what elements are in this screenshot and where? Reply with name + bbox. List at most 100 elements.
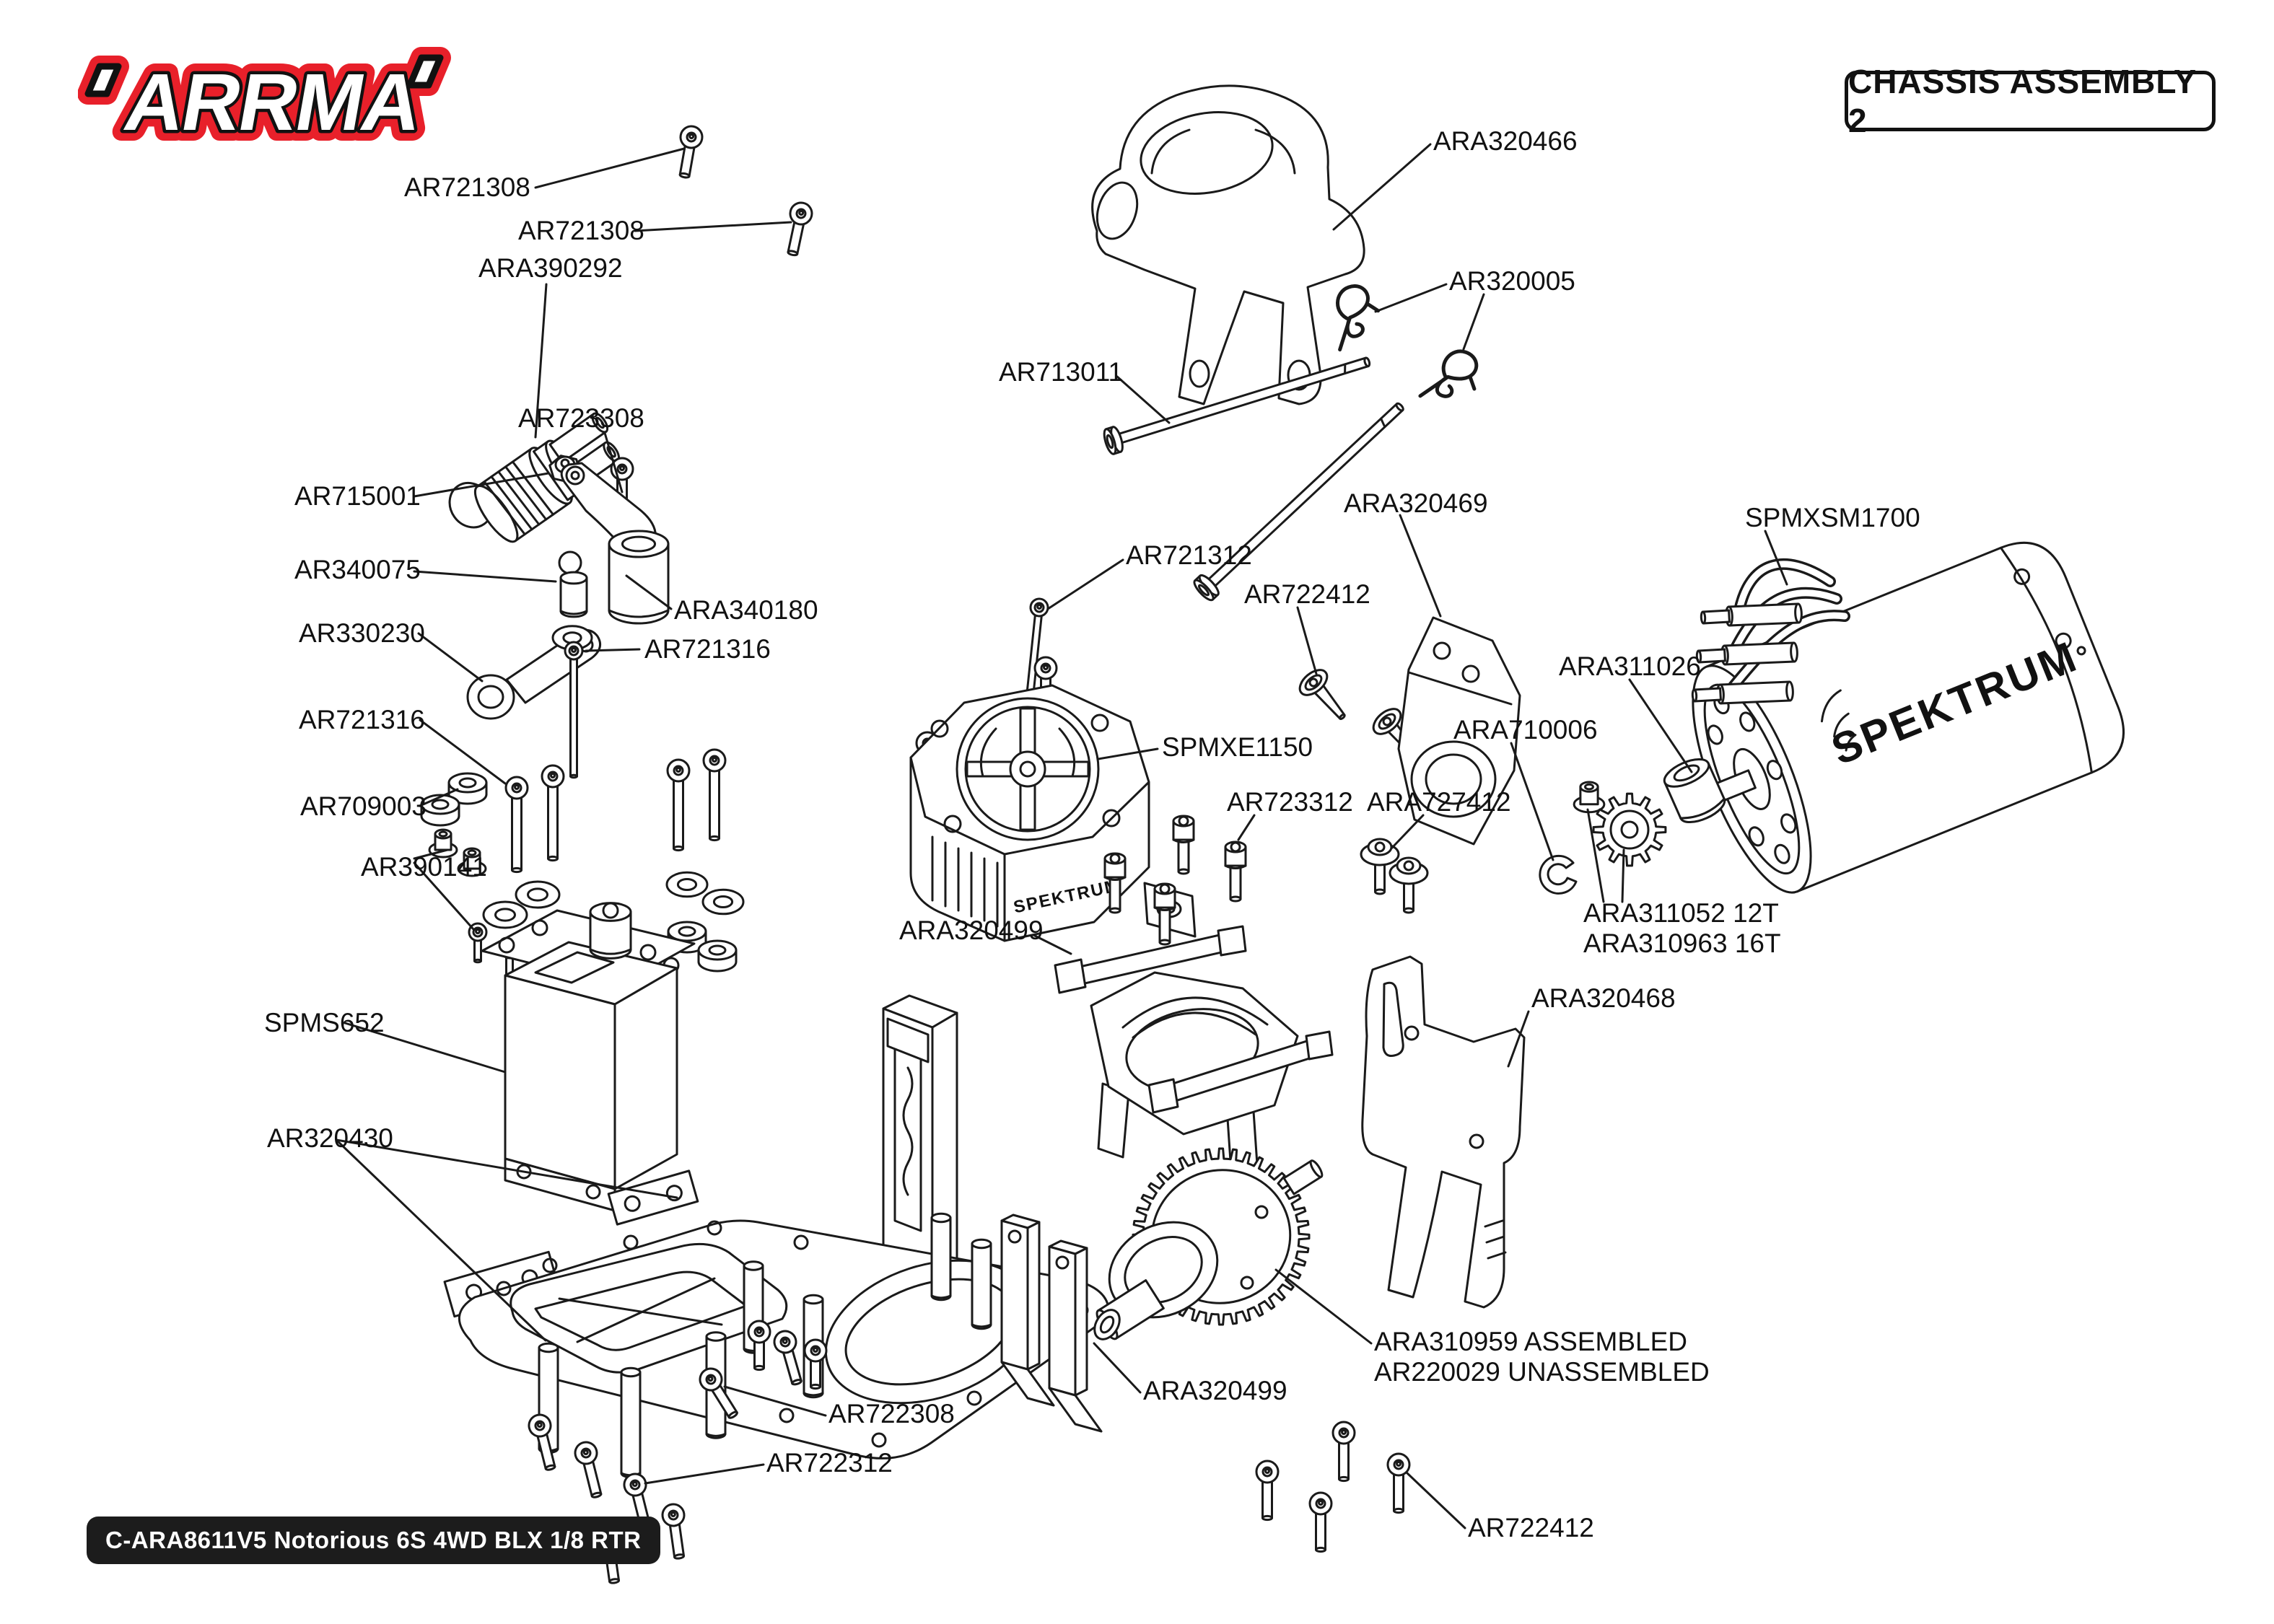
leader-line — [625, 574, 673, 610]
part-g — [607, 1169, 699, 1226]
leader-line — [1374, 283, 1448, 313]
part-sscrew — [1153, 882, 1176, 946]
model-footer-text: C-ARA8611V5 Notorious 6S 4WD BLX 1/8 RTR — [105, 1527, 642, 1553]
logo-tick-right — [406, 54, 444, 89]
part-label: ARA311052 12T — [1583, 898, 1779, 928]
part-g — [1000, 1213, 1103, 1433]
part-label: SPMXE1150 — [1162, 732, 1313, 762]
part-rod — [1716, 680, 1794, 705]
leader-line — [420, 788, 459, 807]
part-circ — [1609, 809, 1650, 850]
part-circ — [558, 550, 582, 575]
part-label: SPMS652 — [264, 1008, 385, 1037]
part-g: SPEKTRUM — [1680, 541, 2125, 894]
leader-line — [1621, 848, 1625, 903]
part-cyl — [1663, 758, 1726, 824]
part-label: AR723308 — [518, 403, 644, 433]
part-wire — [1733, 558, 1836, 616]
part-label: ARA320499 — [1143, 1376, 1287, 1405]
model-footer-badge: C-ARA8611V5 Notorious 6S 4WD BLX 1/8 RTR — [87, 1517, 660, 1564]
part-poly — [613, 967, 678, 1190]
leader-line — [1390, 814, 1425, 850]
leader-line — [1274, 1268, 1373, 1345]
leader-line — [1628, 678, 1693, 773]
part-labels: AR721308AR721308ARA390292AR723308AR71500… — [264, 126, 1920, 1542]
part-washer — [665, 871, 709, 898]
part-grommet — [420, 794, 460, 827]
part-label: ARA340180 — [674, 595, 818, 625]
leader-line — [1764, 530, 1788, 586]
part-eclip — [1539, 854, 1578, 895]
part-fscrew — [1298, 669, 1346, 720]
part-bscrew — [564, 641, 584, 779]
part-label: AR721308 — [404, 172, 530, 202]
part-bscrew — [1255, 1460, 1280, 1522]
part-circ — [531, 919, 548, 936]
part-label: AR721316 — [644, 634, 771, 664]
part-wire — [1725, 610, 1850, 695]
leader-line — [1046, 558, 1124, 610]
part-rod — [1720, 641, 1798, 666]
part-label: AR320005 — [1449, 266, 1575, 296]
part-pin — [1103, 356, 1371, 455]
leader-line — [413, 472, 550, 498]
logo-tick-left — [84, 63, 122, 97]
part-label: AR722308 — [828, 1399, 955, 1428]
part-label: ARA311026 — [1559, 651, 1701, 681]
leader-line — [1406, 1472, 1466, 1529]
leader-line — [413, 570, 557, 583]
part-bscrew — [803, 1338, 828, 1390]
part-rod — [1695, 648, 1726, 664]
part-bscrew — [666, 758, 691, 852]
part-circ — [1620, 820, 1639, 839]
arrma-logo: ARRMA ARRMA — [77, 42, 482, 168]
part-bscrew — [702, 748, 727, 842]
part-label: AR330230 — [299, 618, 425, 648]
leader-line — [723, 1385, 827, 1417]
leader-line — [603, 431, 624, 493]
part-bscrew — [1308, 1491, 1333, 1553]
part-path — [902, 1066, 914, 1196]
part-circ — [585, 1184, 601, 1200]
part-label: AR390141 — [361, 852, 487, 882]
part-poly — [534, 951, 615, 984]
leader-line — [1586, 808, 1605, 903]
part-sscrew — [1172, 815, 1195, 875]
leader-line — [1097, 747, 1159, 760]
part-bclip — [1336, 284, 1381, 352]
part-cyl — [589, 902, 632, 960]
part-label: AR709003 — [300, 791, 427, 821]
part-g — [448, 412, 620, 543]
part-label: AR721308 — [518, 216, 644, 245]
part-poly — [504, 974, 616, 1190]
part-gear — [1592, 792, 1667, 867]
leader-line — [585, 648, 641, 652]
part-bscrew — [661, 1503, 686, 1560]
sheet-title-box: CHASSIS ASSEMBLY 2 — [1845, 63, 2216, 139]
part-label: ARA310959 ASSEMBLED — [1374, 1327, 1687, 1356]
part-rod — [1691, 687, 1722, 703]
part-washer — [701, 888, 745, 916]
part-bscrew — [504, 776, 529, 874]
leader-line — [413, 848, 449, 860]
part-circ — [570, 470, 580, 480]
part-bscrew — [1331, 1421, 1356, 1483]
part-g — [1054, 925, 1334, 1173]
leader-line — [1399, 514, 1442, 618]
part-circ — [639, 944, 657, 961]
leader-line — [1093, 1342, 1142, 1394]
part-label: ARA310963 16T — [1583, 929, 1781, 958]
leader-line — [1510, 742, 1554, 861]
leader-line — [1296, 606, 1318, 675]
part-flscrew — [1389, 856, 1429, 914]
leader-line — [419, 719, 507, 785]
leader-line — [534, 283, 548, 439]
part-bscrew — [574, 1441, 603, 1498]
part-label: ARA320468 — [1531, 983, 1676, 1013]
part-label: AR722412 — [1468, 1513, 1594, 1542]
part-sscrew — [1224, 840, 1247, 903]
part-circ — [498, 936, 515, 954]
part-poly — [886, 1017, 930, 1063]
part-g — [1091, 84, 1365, 405]
